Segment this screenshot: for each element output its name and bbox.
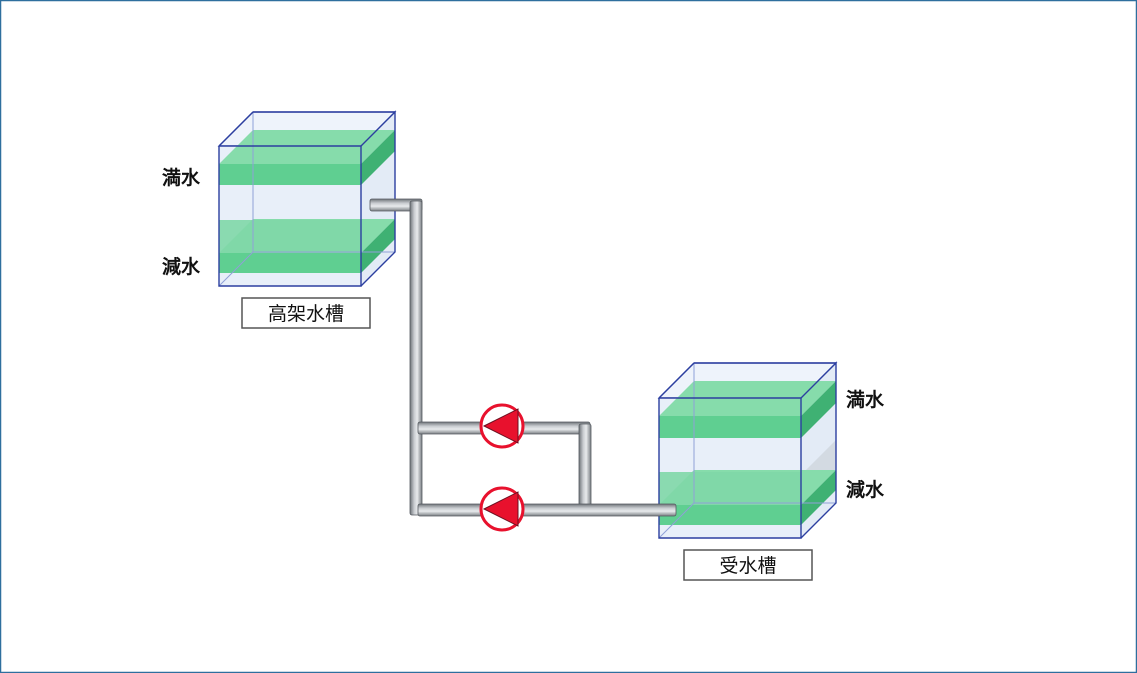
upper-low-band-side — [361, 219, 395, 273]
upper-low-water-body — [219, 220, 361, 253]
lower-low-band-front — [659, 505, 801, 525]
pump-2-arrow-icon — [482, 491, 519, 527]
lower-low-label: 減水 — [846, 478, 885, 501]
lower-tank — [657, 361, 838, 539]
upper-low-band-front — [219, 253, 361, 273]
upper-full-band-front — [219, 164, 361, 185]
upper-full-label: 満水 — [162, 167, 201, 189]
upper-tank-name: 高架水槽 — [268, 303, 344, 325]
lower-tank-label-box — [683, 549, 813, 581]
upper-tank-label-box — [241, 297, 371, 329]
pump-2 — [479, 486, 525, 532]
upper-full-band-top — [219, 130, 395, 164]
lower-full-band-side — [801, 381, 836, 438]
lower-tank-name: 受水槽 — [719, 555, 776, 577]
upper-tank-side-edge — [360, 110, 396, 287]
upper-full-band-side — [361, 130, 395, 185]
pump-1 — [479, 403, 525, 449]
upper-tank — [217, 110, 397, 287]
bypass-pipe — [578, 423, 592, 509]
lower-low-band-side — [801, 470, 836, 525]
lower-tank-side-edge — [800, 361, 837, 539]
piping — [369, 198, 677, 517]
lower-full-band-front — [659, 416, 801, 438]
upper-low-label: 減水 — [162, 255, 201, 278]
riser-pipe — [409, 200, 423, 516]
lower-full-label: 満水 — [846, 389, 885, 411]
lower-low-water-body — [659, 472, 801, 505]
suction-pipe — [417, 503, 677, 517]
pump-1-arrow-icon — [482, 408, 519, 444]
